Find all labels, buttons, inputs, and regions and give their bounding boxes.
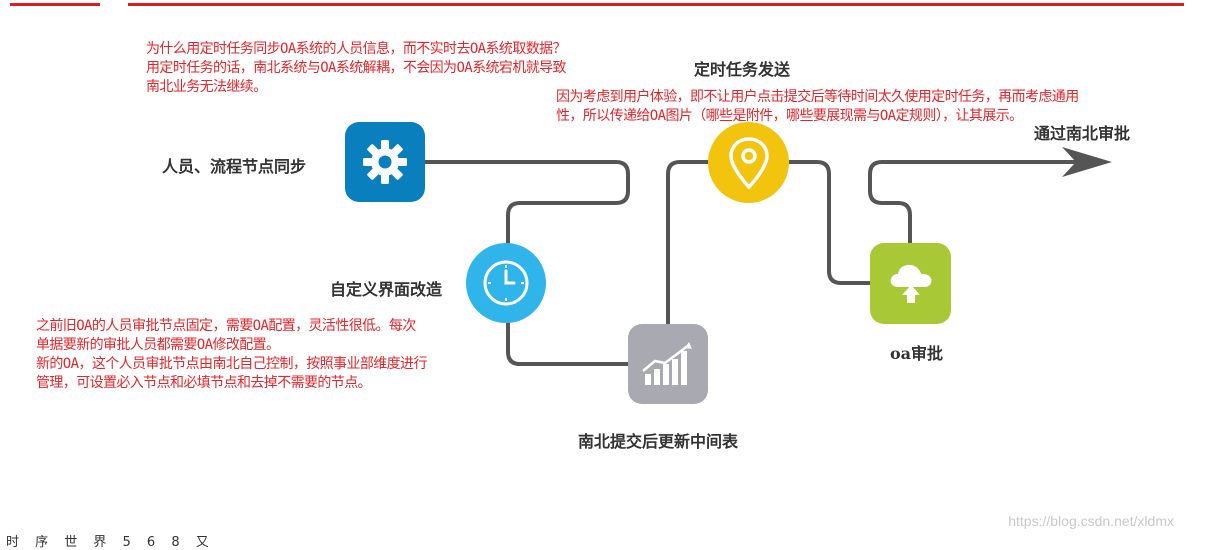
clock-icon xyxy=(483,260,529,306)
top-rule-right xyxy=(128,3,1184,6)
step-custom-ui-label: 自定义界面改造 xyxy=(330,280,443,299)
bottom-cut-text: 时 序 世 界 5 6 8 又 xyxy=(6,535,215,550)
cloud-upload-icon xyxy=(890,264,931,303)
step-update-table-box xyxy=(628,324,708,404)
connector-timer-to-oa xyxy=(789,160,870,285)
connector-oa-to-end xyxy=(868,160,1080,243)
arrow-head-icon xyxy=(1062,147,1112,177)
step-oa-approve-label: oa审批 xyxy=(890,344,944,363)
step-sync-box xyxy=(345,122,425,202)
gear-icon xyxy=(363,140,407,184)
step-timer-send-label: 定时任务发送 xyxy=(694,60,791,79)
note-timer-reason: 因为考虑到用户体验，即不让用户点击提交后等待时间太久使用定时任务，再而考虑通用 … xyxy=(556,89,1079,124)
bar-chart-icon xyxy=(642,342,692,385)
watermark: https://blog.csdn.net/xldmx xyxy=(1008,513,1174,529)
top-rule-left xyxy=(10,3,100,6)
step-custom-ui-box xyxy=(466,243,546,323)
end-label: 通过南北审批 xyxy=(1034,124,1131,143)
note-custom-reason: 之前旧OA的人员审批节点固定，需要OA配置，灵活性很低。每次 单据要新的审批人员… xyxy=(36,318,427,391)
step-oa-approve-box xyxy=(870,243,951,324)
step-timer-send-box xyxy=(708,122,789,203)
location-pin-icon xyxy=(728,136,769,189)
connector-sync-to-table xyxy=(425,160,630,366)
step-update-table-label: 南北提交后更新中间表 xyxy=(578,432,739,451)
step-sync-label: 人员、流程节点同步 xyxy=(162,157,307,176)
note-sync-reason: 为什么用定时任务同步OA系统的人员信息，而不实时去OA系统取数据？ 用定时任务的… xyxy=(146,41,567,95)
connector-table-to-timer xyxy=(666,160,708,324)
